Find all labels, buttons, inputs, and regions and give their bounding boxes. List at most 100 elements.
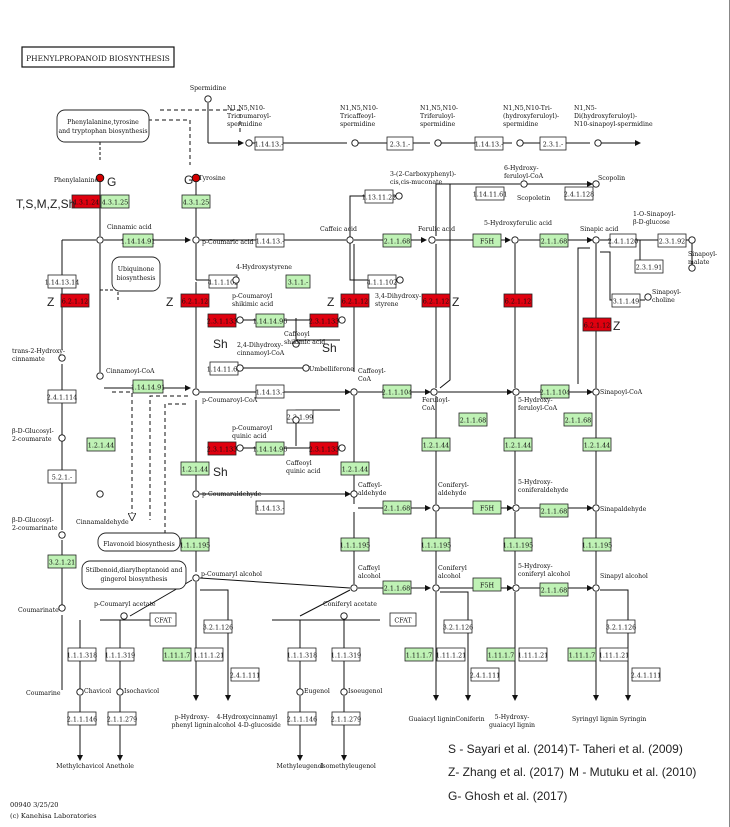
compound-node[interactable] [428, 236, 436, 244]
enzyme-box[interactable]: 2.1.1.68 [539, 233, 569, 248]
enzyme-box[interactable]: 1.14.11.62 [207, 361, 242, 376]
enzyme-box[interactable]: 1.1.1.319 [105, 647, 136, 662]
enzyme-box[interactable]: 6.2.1.12 [60, 293, 90, 308]
compound-node[interactable] [191, 173, 201, 183]
enzyme-box[interactable]: 1.11.1.21 [194, 647, 225, 662]
enzyme-box[interactable]: 4.3.1.25 [100, 194, 130, 209]
compound-node[interactable] [204, 95, 212, 103]
enzyme-box[interactable]: 2.1.1.68 [563, 412, 593, 427]
compound-node[interactable] [236, 364, 244, 372]
compound-node[interactable] [58, 354, 66, 362]
compound-node[interactable] [592, 236, 600, 244]
enzyme-box[interactable]: 5.2.1.- [47, 469, 77, 484]
compound-node[interactable] [340, 612, 348, 620]
enzyme-box[interactable]: CFAT [389, 612, 417, 627]
enzyme-box[interactable]: F5H [472, 577, 502, 592]
enzyme-box[interactable]: 1.2.1.44 [86, 437, 116, 452]
compound-node[interactable] [292, 340, 300, 348]
enzyme-box[interactable]: 2.3.1.99 [286, 409, 314, 424]
ubiquinone-map-link[interactable] [111, 256, 161, 292]
enzyme-box[interactable]: 1.11.1.21 [599, 647, 630, 662]
enzyme-box[interactable]: 6.2.1.12 [503, 293, 533, 308]
compound-node[interactable] [340, 688, 348, 696]
compound-node[interactable] [350, 388, 358, 396]
compound-node[interactable] [688, 236, 696, 244]
enzyme-box[interactable]: 1.14.13.- [255, 500, 285, 515]
enzyme-box[interactable]: 1.11.1.7 [404, 647, 434, 662]
enzyme-box[interactable]: 2.4.1.120 [608, 233, 639, 248]
enzyme-box[interactable]: 2.3.1.133 [207, 313, 238, 328]
enzyme-box[interactable]: 1.14.14.91 [121, 233, 156, 248]
enzyme-box[interactable]: 1.14.13.- [474, 136, 504, 151]
enzyme-box[interactable]: 4.3.1.24 [71, 194, 101, 209]
enzyme-box[interactable]: 1.1.1.195 [421, 537, 452, 552]
compound-node[interactable] [96, 372, 104, 380]
enzyme-box[interactable]: 1.2.1.44 [340, 461, 370, 476]
compound-node[interactable] [395, 192, 403, 200]
enzyme-box[interactable]: 1.2.1.44 [582, 437, 612, 452]
compound-node[interactable] [120, 612, 128, 620]
enzyme-box[interactable]: 1.14.13.- [255, 384, 285, 399]
compound-node[interactable] [302, 364, 310, 372]
compound-node[interactable] [350, 490, 358, 498]
enzyme-box[interactable]: 1.1.1.195 [503, 537, 534, 552]
compound-node[interactable] [512, 388, 520, 396]
compound-node[interactable] [430, 388, 438, 396]
compound-node[interactable] [58, 604, 66, 612]
enzyme-box[interactable]: 1.14.14.96 [253, 313, 288, 328]
enzyme-box[interactable]: 2.3.1.133 [207, 441, 238, 456]
compound-node[interactable] [58, 434, 66, 442]
compound-node[interactable] [688, 264, 696, 272]
compound-node[interactable] [644, 293, 652, 301]
compound-node[interactable] [592, 180, 600, 188]
enzyme-box[interactable]: 1.14.11.61 [473, 186, 508, 201]
enzyme-box[interactable]: 2.1.1.68 [539, 582, 569, 597]
compound-node[interactable] [516, 139, 524, 147]
enzyme-box[interactable]: 1.1.1.195 [582, 537, 613, 552]
enzyme-box[interactable]: 2.3.1.133 [309, 441, 340, 456]
enzyme-box[interactable]: 1.1.1.318 [67, 647, 98, 662]
enzyme-box[interactable]: 3.2.1.21 [47, 554, 77, 569]
compound-node[interactable] [296, 688, 304, 696]
compound-node[interactable] [236, 444, 244, 452]
enzyme-box[interactable]: 1.14.13.- [255, 233, 285, 248]
enzyme-box[interactable]: 2.1.1.146 [287, 711, 318, 726]
compound-node[interactable] [594, 139, 602, 147]
enzyme-box[interactable]: 1.1.1.195 [180, 537, 211, 552]
enzyme-box[interactable]: 2.1.1.104 [382, 384, 413, 399]
enzyme-box[interactable]: 2.3.1.133 [309, 313, 340, 328]
enzyme-box[interactable]: 6.2.1.12 [421, 293, 451, 308]
enzyme-box[interactable]: 4.1.1.102 [367, 274, 398, 289]
compound-node[interactable] [338, 444, 346, 452]
enzyme-box[interactable]: 1.1.1.318 [287, 647, 318, 662]
compound-node[interactable] [192, 388, 200, 396]
enzyme-box[interactable]: 1.11.1.7 [486, 647, 516, 662]
enzyme-box[interactable]: 1.2.1.44 [180, 461, 210, 476]
compound-node[interactable] [350, 584, 358, 592]
enzyme-box[interactable]: F5H [472, 233, 502, 248]
enzyme-box[interactable]: 1.1.1.319 [331, 647, 362, 662]
compound-node[interactable] [511, 236, 519, 244]
phe-map-link[interactable] [56, 109, 150, 143]
enzyme-box[interactable]: 2.3.1.- [386, 136, 414, 151]
enzyme-box[interactable]: F5H [472, 500, 502, 515]
compound-node[interactable] [96, 236, 104, 244]
compound-node[interactable] [292, 416, 300, 424]
enzyme-box[interactable]: 3.1.1.- [285, 274, 311, 289]
enzyme-box[interactable]: 1.11.1.7 [162, 647, 192, 662]
compound-node[interactable] [192, 574, 200, 582]
enzyme-box[interactable]: 2.3.1.92 [657, 233, 687, 248]
enzyme-box[interactable]: 2.4.1.114 [47, 389, 78, 404]
enzyme-box[interactable]: 4.3.1.25 [181, 194, 211, 209]
enzyme-box[interactable]: 2.1.1.104 [540, 384, 571, 399]
compound-node[interactable] [512, 584, 520, 592]
enzyme-box[interactable]: 2.4.1.128 [564, 186, 595, 201]
compound-node[interactable] [96, 490, 104, 498]
compound-node[interactable] [346, 236, 354, 244]
enzyme-box[interactable]: 2.1.1.146 [67, 711, 98, 726]
enzyme-box[interactable]: 2.1.1.279 [331, 711, 362, 726]
enzyme-box[interactable]: 2.1.1.68 [539, 503, 569, 518]
enzyme-box[interactable]: 3.2.1.126 [606, 619, 637, 634]
compound-node[interactable] [512, 504, 520, 512]
enzyme-box[interactable]: 1.14.13.14 [45, 274, 80, 289]
